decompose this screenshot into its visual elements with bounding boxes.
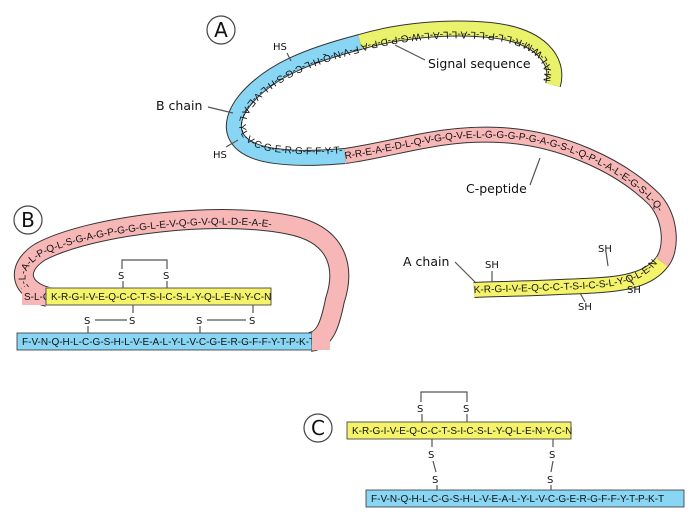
panel-b-badge xyxy=(13,205,43,235)
svg-text:S: S xyxy=(463,404,469,415)
hs-label-bottom: HS xyxy=(213,150,227,161)
b-chain-callout-line xyxy=(207,106,234,114)
sh-label-1: SH xyxy=(485,260,499,271)
svg-text:S: S xyxy=(196,316,202,327)
b-b-chain-text: F-V-N-Q-H-L-C-G-S-H-L-V-E-A-L-Y-L-V-C-G-… xyxy=(22,337,315,348)
sh-label-4: SH xyxy=(578,302,592,313)
svg-text:S: S xyxy=(549,450,555,461)
panel-c-badge xyxy=(303,413,333,443)
c-disulfide-bond-1 xyxy=(432,460,437,473)
c-intra-disulfide-bond xyxy=(420,391,468,402)
signal-sequence-label: Signal sequence xyxy=(428,56,531,71)
c-peptide-callout-line xyxy=(529,157,541,186)
loop-start-text: S-L-Q xyxy=(24,292,51,303)
panel-c-letter: C xyxy=(311,416,325,440)
svg-text:S: S xyxy=(547,475,553,486)
panel-a-badge xyxy=(206,15,236,45)
panel-b: B G-E-L-A-L-P-Q-L-S-G-A-G-P-G-G-G-L-E-V-… xyxy=(13,205,339,350)
b-chain-sequence-text: F-V-N-Q-H-L-C-G-S-H-L-V-E-A-L-Y-L-V-C-G-… xyxy=(0,0,360,157)
svg-text:S: S xyxy=(163,271,169,282)
svg-text:S: S xyxy=(84,316,90,327)
panel-c: C K-R-G-I-V-E-Q-C-C-T-S-I-C-S-L-Y-Q-L-E-… xyxy=(303,391,685,508)
c-disulfide-bond-2 xyxy=(550,460,554,473)
svg-text:S: S xyxy=(249,316,255,327)
svg-text:S: S xyxy=(417,404,423,415)
svg-text:S: S xyxy=(432,475,438,486)
c-a-chain-text: K-R-G-I-V-E-Q-C-C-T-S-I-C-S-L-Y-Q-L-E-N-… xyxy=(352,426,572,437)
b-a-chain-box xyxy=(45,287,272,306)
hs-label-top: HS xyxy=(273,42,287,53)
b-a-chain-text: K-R-G-I-V-E-Q-C-C-T-S-I-C-S-L-Y-Q-L-E-N-… xyxy=(51,292,271,303)
b-chain-label: B chain xyxy=(156,98,202,113)
sh-label-2: SH xyxy=(598,244,612,255)
svg-text:S: S xyxy=(129,316,135,327)
c-a-chain-box xyxy=(346,421,572,440)
a-chain-label: A chain xyxy=(403,254,449,269)
c-b-chain-box xyxy=(365,489,685,508)
panel-b-letter: B xyxy=(21,208,35,232)
svg-text:F-V-N-Q-H-L-C-G-S-H-L-V-E-A-L-: F-V-N-Q-H-L-C-G-S-H-L-V-E-A-L-Y-L-V-C-G-… xyxy=(0,0,360,157)
panel-a-letter: A xyxy=(214,18,228,42)
c-peptide-label: C-peptide xyxy=(466,181,527,196)
svg-text:S: S xyxy=(428,450,434,461)
intra-disulfide-bond xyxy=(121,259,168,269)
c-b-chain-text: F-V-N-Q-H-L-C-G-S-H-L-V-E-A-L-Y-L-V-C-G-… xyxy=(371,494,664,505)
c-peptide-ribbon xyxy=(345,135,669,262)
a-chain-callout-line xyxy=(454,261,477,284)
svg-text:S: S xyxy=(118,271,124,282)
signal-callout-line xyxy=(394,44,426,61)
sh-label-3: SH xyxy=(627,285,641,296)
